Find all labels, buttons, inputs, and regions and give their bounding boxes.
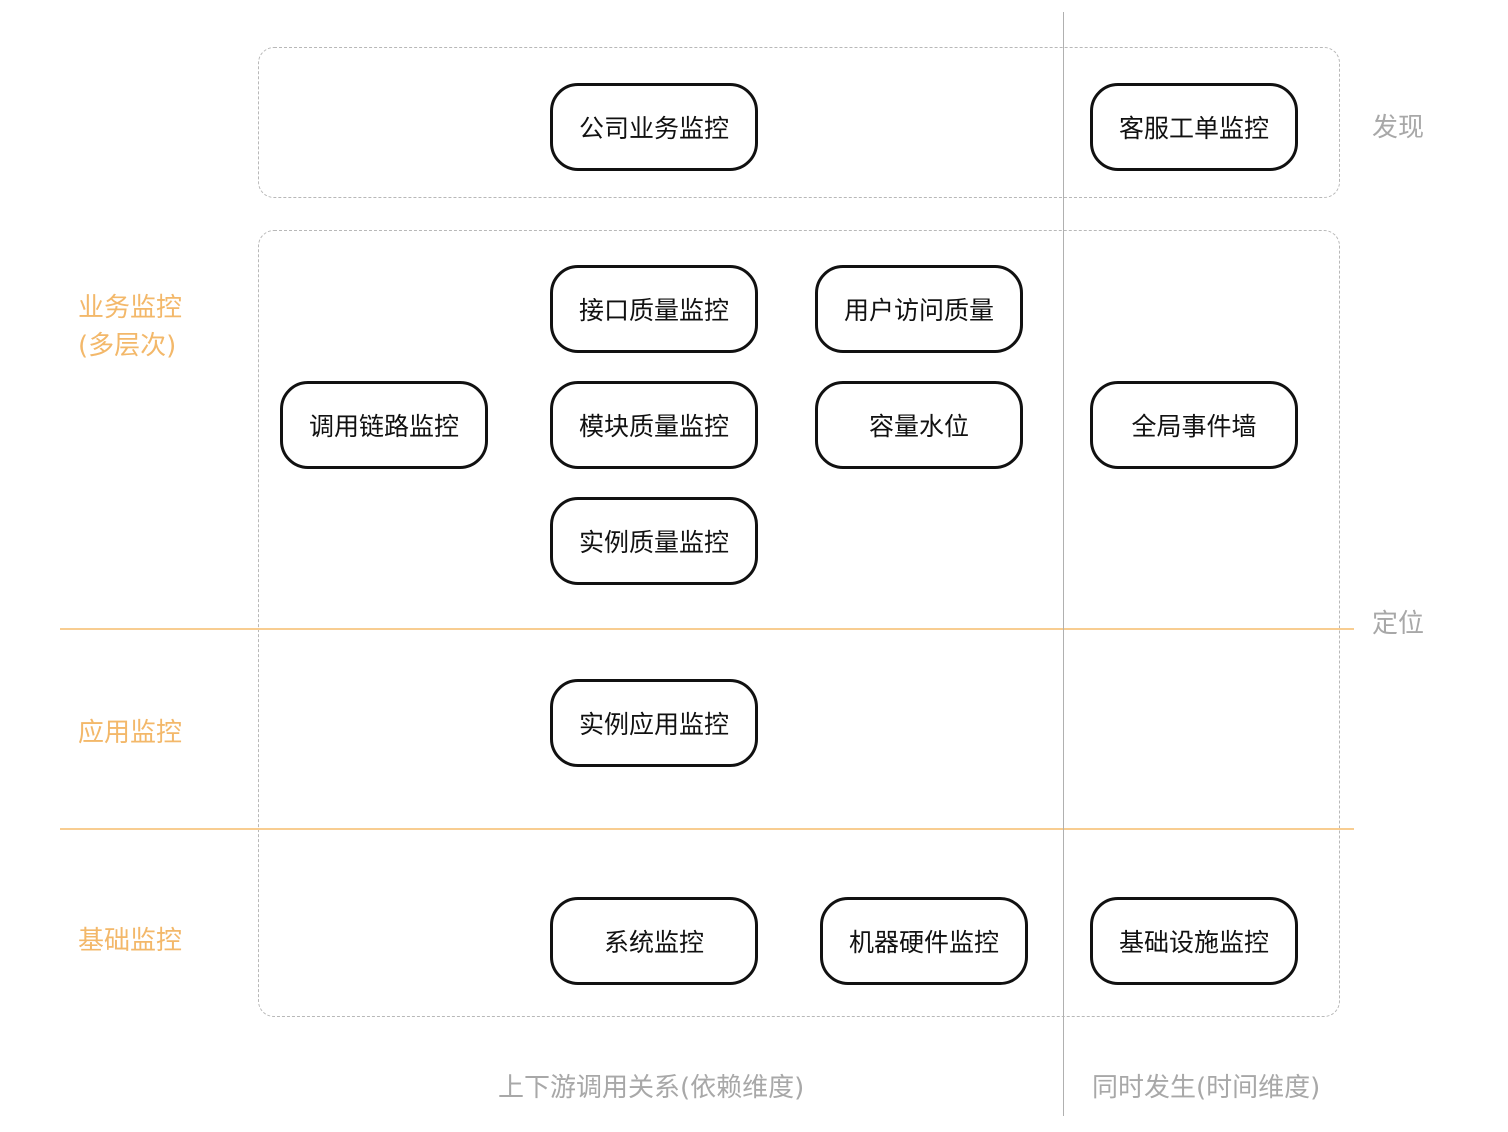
node-machine-hardware-monitor: 机器硬件监控 <box>820 897 1028 985</box>
layer-divider-business-application <box>60 628 1354 630</box>
discover-group-box <box>258 47 1340 198</box>
node-interface-quality-monitor: 接口质量监控 <box>550 265 758 353</box>
stage-label-locate: 定位 <box>1372 609 1425 639</box>
axis-label-time: 同时发生(时间维度) <box>1092 1073 1321 1103</box>
node-capacity-level: 容量水位 <box>815 381 1023 469</box>
node-company-business-monitor: 公司业务监控 <box>550 83 758 171</box>
axis-label-dependency: 上下游调用关系(依赖维度) <box>498 1073 805 1103</box>
layer-label-business: 业务监控 (多层次) <box>78 289 218 365</box>
layer-label-infrastructure: 基础监控 <box>78 926 183 956</box>
node-instance-quality-monitor: 实例质量监控 <box>550 497 758 585</box>
node-system-monitor: 系统监控 <box>550 897 758 985</box>
node-customer-ticket-monitor: 客服工单监控 <box>1090 83 1298 171</box>
dimension-divider <box>1063 12 1064 1116</box>
layer-label-application: 应用监控 <box>78 718 183 748</box>
locate-group-box <box>258 230 1340 1017</box>
node-user-access-quality: 用户访问质量 <box>815 265 1023 353</box>
layer-divider-application-infrastructure <box>60 828 1354 830</box>
layer-label-business-line1: 业务监控 <box>78 293 183 323</box>
node-module-quality-monitor: 模块质量监控 <box>550 381 758 469</box>
node-call-chain-monitor: 调用链路监控 <box>280 381 488 469</box>
stage-label-discover: 发现 <box>1372 113 1425 143</box>
node-infrastructure-facility-monitor: 基础设施监控 <box>1090 897 1298 985</box>
layer-label-business-line2: (多层次) <box>78 331 177 361</box>
node-instance-application-monitor: 实例应用监控 <box>550 679 758 767</box>
node-global-event-wall: 全局事件墙 <box>1090 381 1298 469</box>
